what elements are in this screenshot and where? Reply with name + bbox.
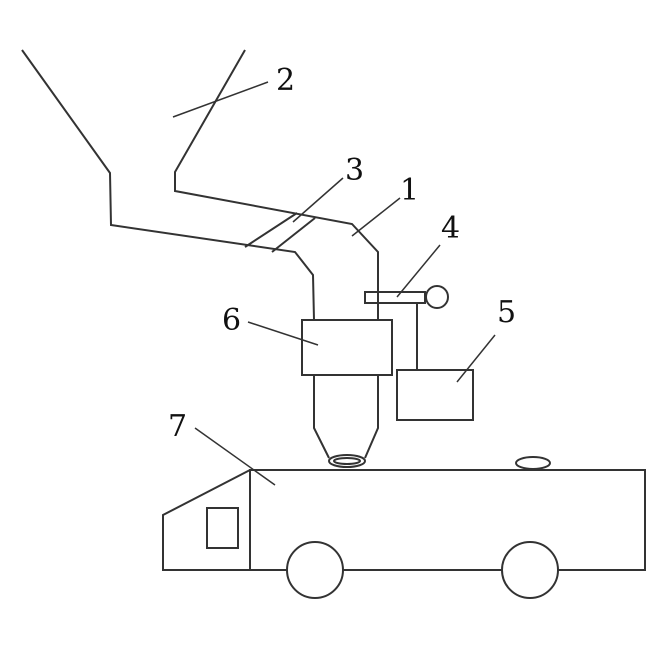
wheel-rear — [501, 541, 559, 599]
label-4: 4 — [441, 211, 460, 246]
label-5: 5 — [497, 295, 516, 330]
chute-2 — [21, 49, 379, 321]
label-3: 3 — [345, 153, 364, 188]
truck-window — [206, 507, 239, 549]
wheel-front — [286, 541, 344, 599]
truck-7 — [162, 456, 646, 599]
label-2: 2 — [276, 63, 295, 98]
label-1: 1 — [400, 173, 419, 208]
box-5 — [396, 369, 474, 421]
label-7: 7 — [168, 409, 187, 444]
box-6 — [301, 319, 393, 376]
leader-lines — [172, 81, 496, 486]
sensor-4 — [364, 285, 449, 370]
pipe-1-lower — [313, 375, 379, 468]
label-6: 6 — [222, 303, 241, 338]
strips-3 — [244, 212, 316, 253]
truck-hatch — [515, 456, 551, 470]
